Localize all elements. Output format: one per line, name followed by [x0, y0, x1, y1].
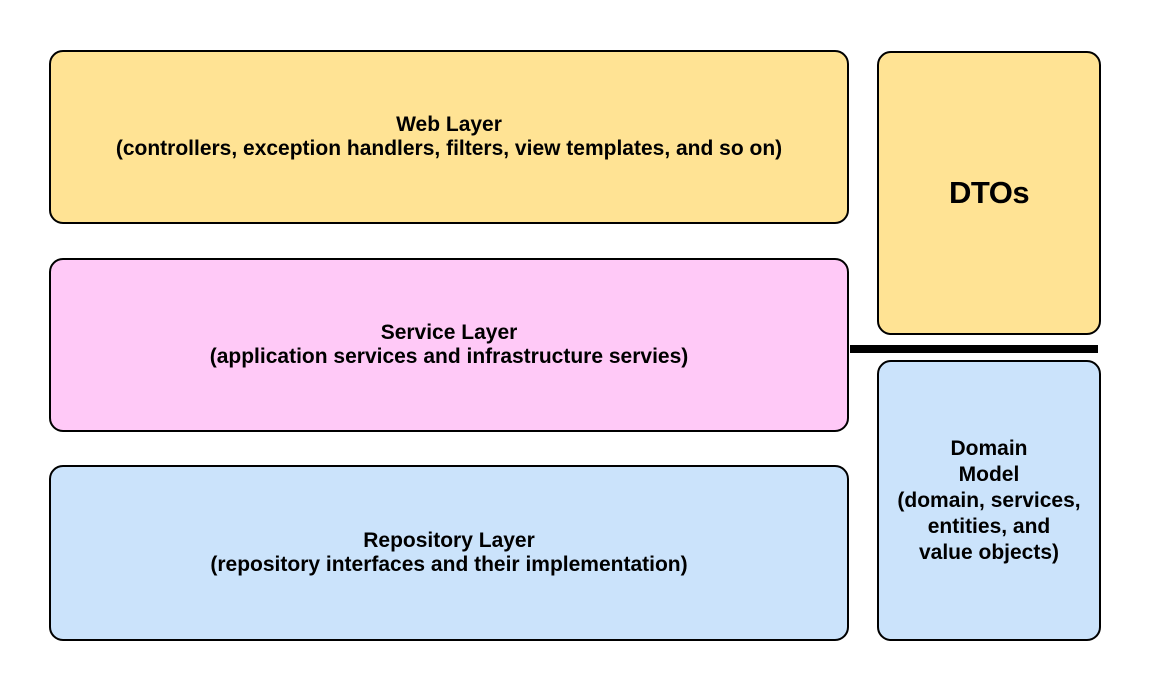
domain-model-box: Domain Model (domain, services, entities… [877, 360, 1101, 641]
repository-layer-subtitle: (repository interfaces and their impleme… [210, 553, 688, 576]
service-layer-box: Service Layer (application services and … [49, 258, 849, 432]
domain-model-text: Domain Model (domain, services, entities… [897, 436, 1081, 564]
service-layer-subtitle: (application services and infrastructure… [209, 345, 689, 368]
repository-layer-title: Repository Layer [363, 529, 535, 552]
service-to-domain-connector-bar [850, 345, 1098, 353]
web-layer-title: Web Layer [396, 113, 502, 136]
service-layer-title: Service Layer [380, 321, 518, 344]
repository-layer-box: Repository Layer (repository interfaces … [49, 465, 849, 641]
web-layer-subtitle: (controllers, exception handlers, filter… [115, 137, 783, 160]
dtos-box: DTOs [877, 51, 1101, 335]
dtos-title: DTOs [948, 175, 1030, 210]
web-layer-box: Web Layer (controllers, exception handle… [49, 50, 849, 224]
